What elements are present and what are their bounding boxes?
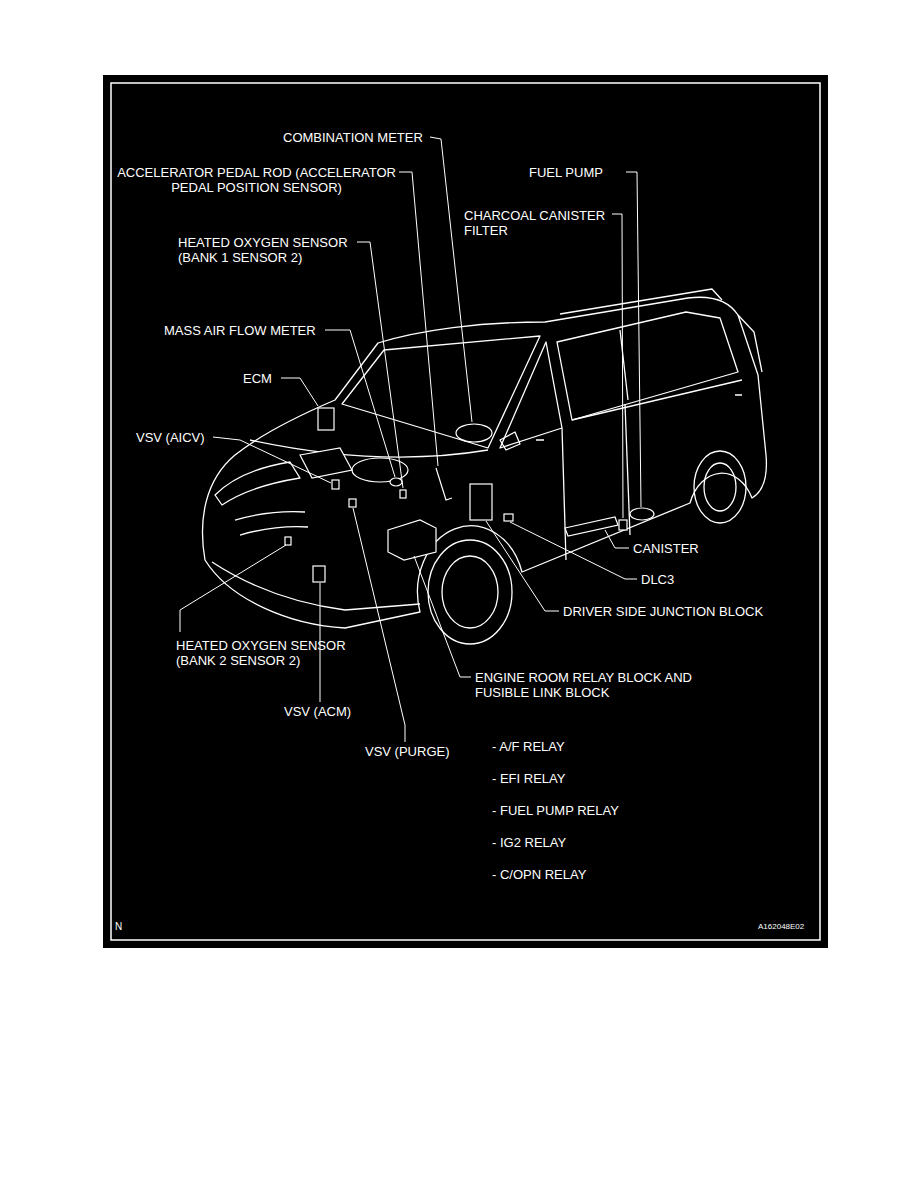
callout-label: - A/F RELAY (492, 739, 565, 754)
callout-label: - C/OPN RELAY (492, 867, 586, 882)
meter-symbol (456, 424, 492, 442)
air-cleaner (300, 448, 352, 478)
leader-line (213, 437, 331, 483)
callout-label: VSV (AICV) (136, 430, 205, 445)
leader-line (626, 172, 641, 507)
rear-tire (694, 451, 746, 523)
van-outline (203, 289, 767, 644)
callout-label: HEATED OXYGEN SENSOR (BANK 1 SENSOR 2) (178, 235, 354, 265)
leader-line (180, 545, 286, 632)
relay-block-symbol (388, 520, 436, 560)
bumper-line (212, 562, 420, 610)
callout-label: - IG2 RELAY (492, 835, 566, 850)
grille-line (235, 512, 305, 520)
fuel-pump-symbol (630, 508, 654, 520)
leader-line (430, 137, 472, 422)
callout-label: VSV (ACM) (284, 704, 351, 719)
leader-line (353, 508, 405, 742)
callout-label: DRIVER SIDE JUNCTION BLOCK (563, 604, 763, 619)
junction-block-symbol (470, 484, 492, 520)
callout-label: CANISTER (633, 541, 699, 556)
roof-rack (560, 289, 722, 314)
leader-line (486, 521, 559, 611)
oxygen-sensor-symbol (285, 537, 291, 545)
oxygen-sensor-symbol (400, 490, 406, 498)
leader-line (510, 522, 637, 579)
side-window (557, 312, 738, 420)
callout-label: COMBINATION METER (283, 130, 423, 145)
front-tire (428, 540, 512, 644)
rear-wheel (704, 463, 736, 511)
sliding-door-seam (625, 404, 630, 535)
callout-label: - EFI RELAY (492, 771, 565, 786)
windshield (342, 336, 540, 448)
hood-line (250, 440, 488, 457)
callout-label: VSV (PURGE) (365, 744, 450, 759)
callout-label: - FUEL PUMP RELAY (492, 803, 619, 818)
callout-label: ENGINE ROOM RELAY BLOCK AND FUSIBLE LINK… (475, 670, 700, 700)
front-wheel (442, 556, 498, 628)
vsv-purge-symbol (349, 499, 356, 507)
side-mirror (500, 432, 520, 450)
rear-hatch (738, 315, 762, 372)
callout-label: DLC3 (641, 572, 674, 587)
callout-label: HEATED OXYGEN SENSOR (BANK 2 SENSOR 2) (176, 638, 352, 668)
door-track (572, 380, 742, 420)
ecm-symbol (318, 408, 334, 430)
van-body (203, 297, 767, 628)
leader-line (414, 556, 471, 677)
component-symbols (285, 408, 654, 582)
callout-label: A162048E02 (758, 922, 804, 931)
vsv-aicv-symbol (332, 480, 339, 489)
canister-symbol (565, 517, 618, 536)
door-handle (536, 395, 742, 440)
dlc3-symbol (504, 514, 513, 521)
black-panel (103, 75, 828, 948)
callout-label: FUEL PUMP (529, 165, 603, 180)
leader-line (281, 378, 318, 406)
vsv-acm-symbol (313, 566, 325, 582)
grille-line (240, 527, 308, 535)
leader-line (605, 530, 629, 548)
leader-line (612, 214, 623, 518)
headlight (215, 462, 300, 505)
callout-label: MASS AIR FLOW METER (164, 323, 316, 338)
leader-line (399, 172, 438, 466)
door-seam (562, 428, 566, 560)
maf-symbol (390, 478, 402, 486)
window-pillar (620, 330, 628, 400)
callout-label: CHARCOAL CANISTER FILTER (464, 208, 611, 238)
callout-label: N (115, 921, 122, 933)
callout-label: ECM (243, 371, 272, 386)
pedal-symbol (436, 468, 452, 500)
callout-label: ACCELERATOR PEDAL ROD (ACCELERATOR PEDAL… (115, 165, 398, 195)
canister-filter-symbol (619, 520, 627, 530)
leader-line (325, 330, 395, 477)
front-door-window (500, 342, 562, 448)
panel-border (111, 83, 820, 940)
leader-line (357, 242, 403, 488)
